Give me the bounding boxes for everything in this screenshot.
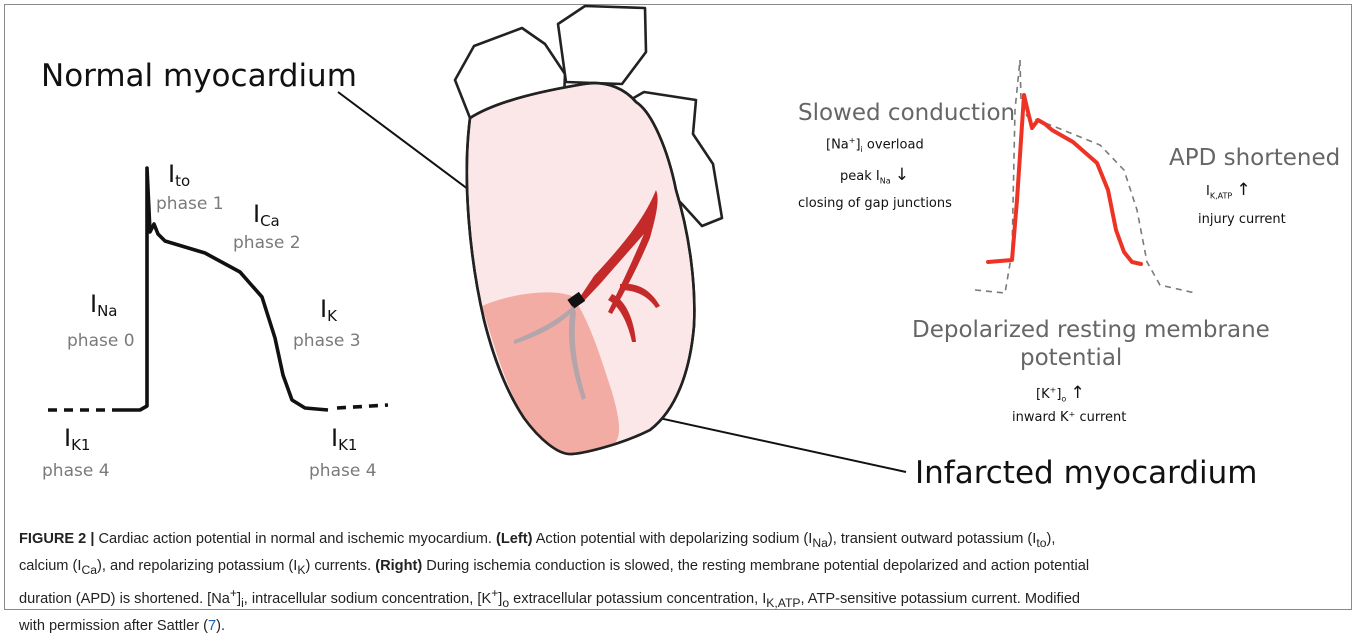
peak-ina-text: peak INa ↓ [840, 165, 909, 186]
k-outside-text: [K+]o ↑ [1036, 383, 1085, 404]
ina-label: INa [90, 290, 118, 318]
figure-caption: FIGURE 2 | Cardiac action potential in n… [19, 528, 1337, 638]
ik1-left-label: IK1 [64, 424, 90, 452]
ikatp-text: IK,ATP ↑ [1206, 180, 1251, 201]
ica-phase-label: phase 2 [233, 233, 301, 253]
up-arrow-icon: ↑ [1236, 180, 1250, 200]
ischemic-action-potential [975, 60, 1195, 293]
ik1-right-phase-label: phase 4 [309, 461, 377, 481]
closing-gap-junctions-text: closing of gap junctions [798, 196, 952, 211]
up-arrow-icon-2: ↑ [1070, 383, 1084, 403]
ica-label: ICa [253, 200, 280, 228]
slowed-conduction-heading: Slowed conduction [798, 100, 1015, 126]
ik1-right-label: IK1 [331, 424, 357, 452]
injury-current-text: injury current [1198, 212, 1286, 227]
citation-link[interactable]: 7 [208, 618, 216, 634]
ito-phase-label: phase 1 [156, 194, 224, 214]
down-arrow-icon: ↓ [895, 165, 909, 185]
ina-phase-label: phase 0 [67, 331, 135, 351]
depolarized-heading-line1: Depolarized resting membrane [912, 317, 1270, 343]
figure-number: FIGURE 2 | [19, 531, 94, 547]
inward-k-current-text: inward K⁺ current [1012, 410, 1126, 425]
ik-label: IK [320, 295, 337, 323]
ik1-left-phase-label: phase 4 [42, 461, 110, 481]
heart-diagram [455, 6, 722, 454]
apd-shortened-heading: APD shortened [1169, 145, 1340, 171]
ito-label: Ito [168, 160, 190, 188]
na-overload-text: [Na+]i overload [826, 136, 924, 154]
infarcted-myocardium-label: Infarcted myocardium [915, 455, 1257, 491]
normal-ap-dashed [975, 60, 1195, 293]
heart-vessel-top [558, 6, 646, 84]
resting-dashed-right [337, 405, 388, 408]
normal-myocardium-label: Normal myocardium [41, 58, 357, 94]
ik-phase-label: phase 3 [293, 331, 361, 351]
depolarized-heading-line2: potential [1020, 345, 1122, 371]
